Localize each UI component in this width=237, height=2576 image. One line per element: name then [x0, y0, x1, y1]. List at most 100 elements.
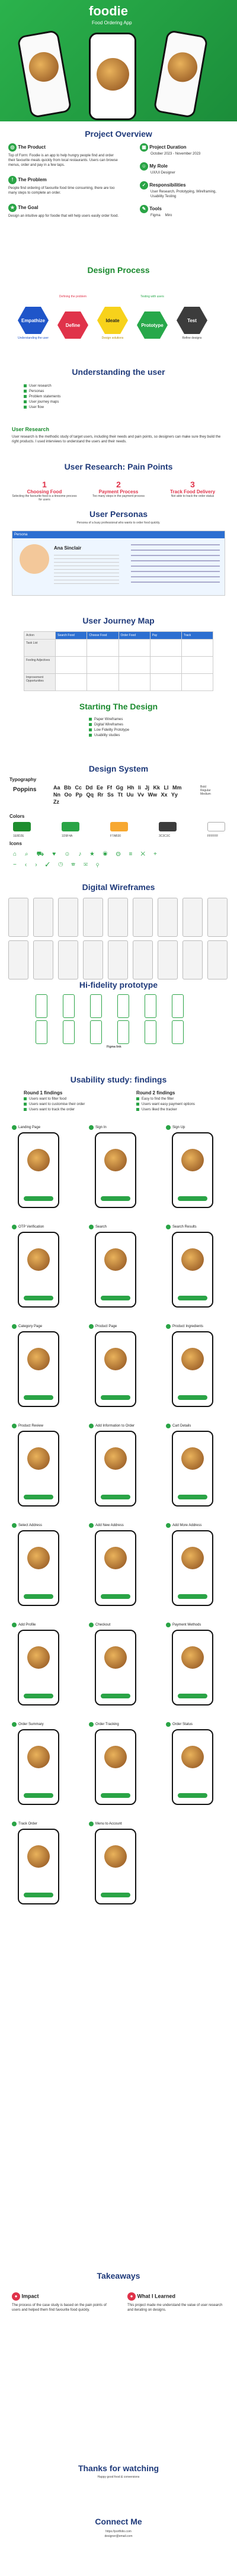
- screen-button[interactable]: [178, 1694, 207, 1698]
- wireframe-thumbnail: [83, 898, 103, 937]
- note-test: Refine designs: [182, 336, 202, 340]
- screen-button[interactable]: [178, 1296, 207, 1300]
- pain-point-card: 1 Choosing Food Selecting the favourite …: [12, 480, 77, 502]
- problem-heading: ! The Problem: [8, 176, 121, 184]
- step-empathize: Empathize: [18, 307, 49, 334]
- screen-label: Sign In: [89, 1125, 107, 1130]
- journey-title: User Journey Map: [82, 616, 155, 625]
- screen-label: Add Profile: [12, 1623, 36, 1627]
- list-item: Users want easy payment options: [136, 1103, 195, 1106]
- prototype-screen: [90, 1020, 102, 1044]
- icons-label: Icons: [9, 841, 22, 846]
- wireframe-thumbnail: [8, 940, 28, 979]
- impact-icon: ●: [12, 2292, 20, 2301]
- screen-button[interactable]: [24, 1893, 53, 1897]
- persona-card: Persona Ana Sinclair: [12, 531, 225, 596]
- learned-text: This project made me understand the valu…: [127, 2304, 223, 2312]
- screen-button[interactable]: [101, 1893, 130, 1897]
- figma-link[interactable]: Figma link: [107, 1045, 121, 1049]
- app-screen: [95, 1232, 136, 1308]
- overview-title: Project Overview: [85, 129, 152, 139]
- step-prototype: Prototype: [137, 311, 168, 339]
- screen-button[interactable]: [24, 1793, 53, 1798]
- prototype-screen: [172, 994, 184, 1018]
- app-screen: [18, 1132, 59, 1208]
- food-image: [181, 1447, 204, 1470]
- screen-label: Order Status: [166, 1722, 193, 1727]
- takeaways-section: Takeaways ● Impact The process of the ca…: [0, 2271, 237, 2312]
- connect-email[interactable]: designer@email.com: [104, 2535, 133, 2538]
- prototype-screen: [117, 994, 129, 1018]
- connect-section: Connect Me https://portfolio.com designe…: [0, 2517, 237, 2538]
- app-screen: [18, 1431, 59, 1507]
- screen-button[interactable]: [24, 1495, 53, 1499]
- bullet-dot-icon: [12, 1225, 17, 1229]
- screen-button[interactable]: [101, 1793, 130, 1798]
- learned-heading: ● What I Learned: [127, 2292, 228, 2301]
- settings-icon: ⚙: [116, 851, 129, 857]
- forward-icon: ›: [35, 862, 46, 868]
- learned-icon: ●: [127, 2292, 136, 2301]
- app-screen: [95, 1729, 136, 1805]
- screen-button[interactable]: [101, 1694, 130, 1698]
- connect-link[interactable]: https://portfolio.com: [105, 2530, 132, 2533]
- screen-label: Search: [89, 1225, 107, 1229]
- cart-icon: ⛟: [36, 851, 53, 857]
- screen-button[interactable]: [101, 1395, 130, 1400]
- screen-button[interactable]: [178, 1395, 207, 1400]
- bullet-dot-icon: [12, 1822, 17, 1826]
- screen-button[interactable]: [178, 1196, 207, 1201]
- thanks-title: Thanks for watching: [78, 2463, 159, 2473]
- color-swatch: [13, 822, 31, 831]
- wireframe-thumbnail: [133, 898, 153, 937]
- list-item: User flow: [24, 406, 60, 409]
- screen-button[interactable]: [24, 1395, 53, 1400]
- persona-badge: Persona: [12, 531, 225, 538]
- bullet-dot-icon: [166, 1623, 171, 1627]
- journey-table: Action Search Food Choose Food Order Foo…: [24, 631, 213, 691]
- tool-figma: Figma: [150, 214, 161, 217]
- bullet-dot-icon: [89, 1623, 94, 1627]
- screen-button[interactable]: [24, 1296, 53, 1300]
- bell-icon: ♪: [78, 851, 90, 857]
- wireframe-thumbnail: [108, 940, 128, 979]
- prototype-screen: [63, 994, 75, 1018]
- screen-button[interactable]: [24, 1594, 53, 1599]
- starting-title: Starting The Design: [79, 702, 158, 711]
- usability-title: Usability study: findings: [70, 1075, 167, 1084]
- app-screen: [95, 1630, 136, 1705]
- screen-button[interactable]: [178, 1793, 207, 1798]
- list-item: Easy to find the filter: [136, 1097, 195, 1101]
- plus-icon: +: [153, 851, 165, 857]
- screen-button[interactable]: [101, 1594, 130, 1599]
- starting-design-section: Starting The Design Paper Wireframes Dig…: [0, 702, 237, 737]
- screen-button[interactable]: [178, 1495, 207, 1499]
- food-image: [181, 1547, 204, 1569]
- screen-button[interactable]: [178, 1594, 207, 1599]
- problem-text: People find ordering of favourite food t…: [8, 187, 115, 195]
- screen-button[interactable]: [101, 1196, 130, 1201]
- user-icon: ☺: [140, 162, 148, 171]
- prototype-screen: [145, 1020, 156, 1044]
- app-screen: [18, 1232, 59, 1308]
- product-icon: ◎: [8, 143, 17, 152]
- pain-point-card: 3 Track Food Delivery Not able to track …: [169, 480, 216, 498]
- screen-label: Category Page: [12, 1324, 42, 1329]
- screen-label: Order Tracking: [89, 1722, 119, 1727]
- screen-button[interactable]: [24, 1196, 53, 1201]
- color-palette: 1E8D2E 1D9F4A F7AB30 3C3C3C FFFFFF: [13, 822, 231, 838]
- pain-points-section: User Research: Pain Points 1 Choosing Fo…: [0, 462, 237, 502]
- list-item: Users want to filter food: [24, 1097, 85, 1101]
- screen-button[interactable]: [101, 1495, 130, 1499]
- screen-button[interactable]: [101, 1296, 130, 1300]
- screen-button[interactable]: [24, 1694, 53, 1698]
- design-system-title: Design System: [88, 764, 149, 773]
- bullet-dot-icon: [12, 1324, 17, 1329]
- usability-section: Usability study: findings Round 1 findin…: [0, 1075, 237, 1112]
- bullet-dot-icon: [166, 1722, 171, 1727]
- app-screen: [95, 1331, 136, 1407]
- app-screen: [95, 1132, 136, 1208]
- tools-heading: ✎ Tools: [140, 205, 229, 213]
- wireframe-thumbnail: [58, 940, 78, 979]
